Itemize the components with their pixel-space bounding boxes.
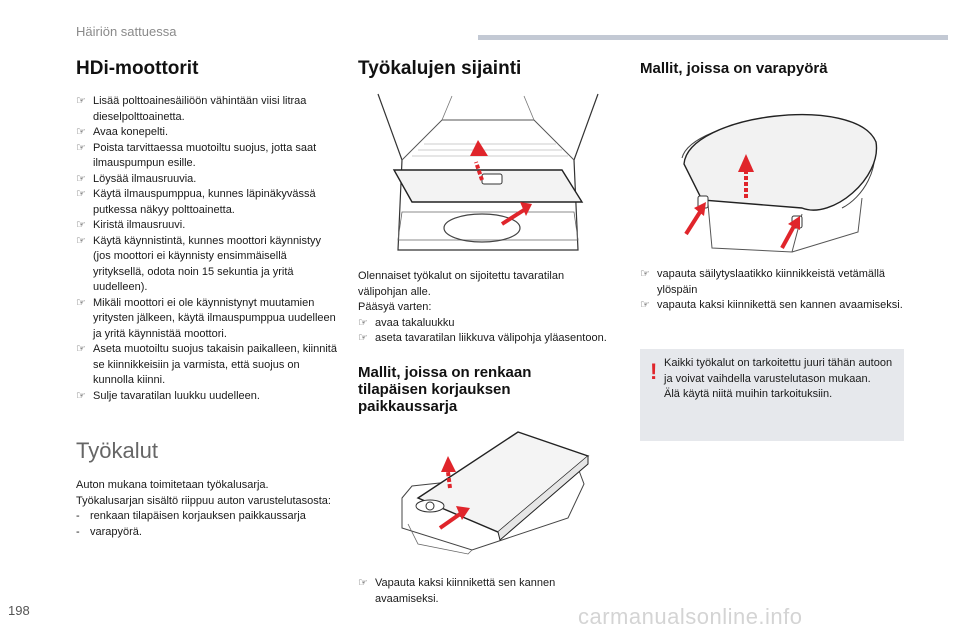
trunk-illustration: [372, 90, 604, 256]
spare-wheel-title: Mallit, joissa on varapyörä: [640, 60, 828, 77]
header-bar: [478, 35, 948, 40]
location-intro-2: Pääsyä varten:: [358, 301, 432, 313]
tools-intro-2: Työkalusarjan sisältö riippuu auton varu…: [76, 494, 331, 507]
warning-text: Kaikki työkalut on tarkoitettu juuri täh…: [664, 356, 896, 403]
warning-line-2: Älä käytä niitä muihin tarkoituksiin.: [664, 388, 833, 400]
tool-location-title: Työkalujen sijainti: [358, 58, 522, 79]
location-steps: avaa takaluukku aseta tavaratilan liikku…: [358, 316, 608, 347]
list-item: renkaan tilapäisen korjauksen paikkaussa…: [76, 509, 338, 525]
warning-box: ! Kaikki työkalut on tarkoitettu juuri t…: [640, 349, 904, 441]
list-item: Käytä käynnistintä, kunnes moottori käyn…: [76, 234, 338, 296]
list-item: varapyörä.: [76, 525, 338, 541]
repair-kit-illustration: [388, 428, 590, 556]
list-item: Aseta muotoiltu suojus takaisin paikalle…: [76, 342, 338, 389]
list-item: Vapauta kaksi kiinnikettä sen kannen ava…: [358, 576, 608, 607]
page-number: 198: [8, 603, 30, 618]
hdi-title: HDi-moottorit: [76, 58, 199, 79]
location-intro-1: Olennaiset työkalut on sijoitettu tavara…: [358, 270, 565, 298]
watermark: carmanualsonline.info: [578, 604, 803, 629]
warning-icon: !: [650, 359, 658, 384]
list-item: Sulje tavaratilan luukku uudelleen.: [76, 389, 338, 405]
spare-wheel-text: vapauta säilytyslaatikko kiinnikkeistä v…: [640, 267, 904, 314]
tools-title: Työkalut: [76, 438, 158, 463]
list-item: Avaa konepelti.: [76, 125, 338, 141]
tools-intro-1: Auton mukana toimitetaan työkalusarja.: [76, 479, 269, 491]
list-item: Käytä ilmauspumppua, kunnes läpinäkyväss…: [76, 187, 338, 218]
list-item: aseta tavaratilan liikkuva välipohja ylä…: [358, 331, 608, 347]
repair-kit-text: Vapauta kaksi kiinnikettä sen kannen ava…: [358, 576, 608, 607]
hdi-steps: Lisää polttoainesäiliöön vähintään viisi…: [76, 94, 338, 404]
list-item: Lisää polttoainesäiliöön vähintään viisi…: [76, 94, 338, 125]
repair-kit-steps: Vapauta kaksi kiinnikettä sen kannen ava…: [358, 576, 608, 607]
column-spare-wheel: Mallit, joissa on varapyörä: [640, 58, 904, 77]
list-item: vapauta kaksi kiinnikettä sen kannen ava…: [640, 298, 904, 314]
list-item: Löysää ilmausruuvia.: [76, 172, 338, 188]
header-section-title: Häiriön sattuessa: [76, 24, 177, 39]
tool-location-text: Olennaiset työkalut on sijoitettu tavara…: [358, 269, 608, 415]
tools-list: renkaan tilapäisen korjauksen paikkaussa…: [76, 509, 338, 540]
spare-wheel-steps: vapauta säilytyslaatikko kiinnikkeistä v…: [640, 267, 904, 314]
list-item: Mikäli moottori ei ole käynnistynyt muut…: [76, 296, 338, 343]
list-item: vapauta säilytyslaatikko kiinnikkeistä v…: [640, 267, 904, 298]
column-tool-location: Työkalujen sijainti: [358, 58, 608, 80]
column-hdi: HDi-moottorit Lisää polttoainesäiliöön v…: [76, 58, 338, 540]
spare-wheel-illustration: [672, 98, 882, 258]
warning-line-1: Kaikki työkalut on tarkoitettu juuri täh…: [664, 357, 893, 385]
list-item: avaa takaluukku: [358, 316, 608, 332]
list-item: Kiristä ilmausruuvi.: [76, 218, 338, 234]
repair-kit-title: Mallit, joissa on renkaan tilapäisen kor…: [358, 363, 532, 415]
list-item: Poista tarvittaessa muotoiltu suojus, jo…: [76, 141, 338, 172]
